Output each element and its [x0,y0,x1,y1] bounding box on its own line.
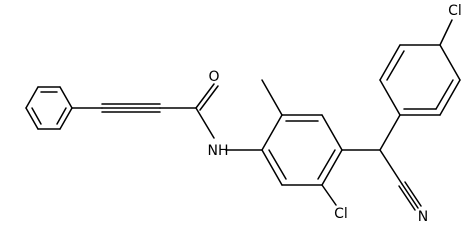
chlorophenyl-ring [379,19,461,151]
aromatic-inner-bond [435,79,454,110]
bond [379,114,401,151]
bond [439,79,461,116]
carbonyl-double-bond [195,83,215,109]
bond [439,44,461,81]
bond [379,149,403,185]
nitrile-nitrogen-label: N [418,209,428,224]
phenyl-ring-left [25,86,73,130]
bond [379,79,401,116]
central-ring [261,114,343,186]
bond [25,86,39,109]
bond [59,107,73,130]
triple-bond [404,181,422,207]
bond [321,149,343,186]
methyl-bond [261,79,283,116]
carbonyl-double-bond [199,85,219,111]
central-substituents [261,79,381,206]
chlorine-label: Cl [334,206,348,222]
bond [261,149,283,186]
triple-bond [401,183,419,209]
chloro-bond [321,184,337,206]
bond [25,107,39,130]
aromatic-inner-bond [31,107,42,125]
aromatic-inner-bond [268,149,287,180]
triple-bond [398,185,416,211]
bond [59,86,73,109]
chemical-structure: O NH Cl Cl N [25,3,462,224]
chloro-bond [439,19,453,46]
bond [261,114,283,151]
bond [321,114,343,151]
bond [379,44,401,81]
bond [195,107,215,139]
chlorine-label: Cl [448,3,462,19]
amide-group [195,83,263,151]
aromatic-inner-bond [386,50,405,81]
alkyne-chain [71,103,197,113]
oxygen-label: O [208,69,219,85]
aromatic-inner-bond [56,107,67,125]
cyano-group [379,149,422,211]
aromatic-inner-bond [317,149,336,180]
amine-label: NH [208,143,229,159]
